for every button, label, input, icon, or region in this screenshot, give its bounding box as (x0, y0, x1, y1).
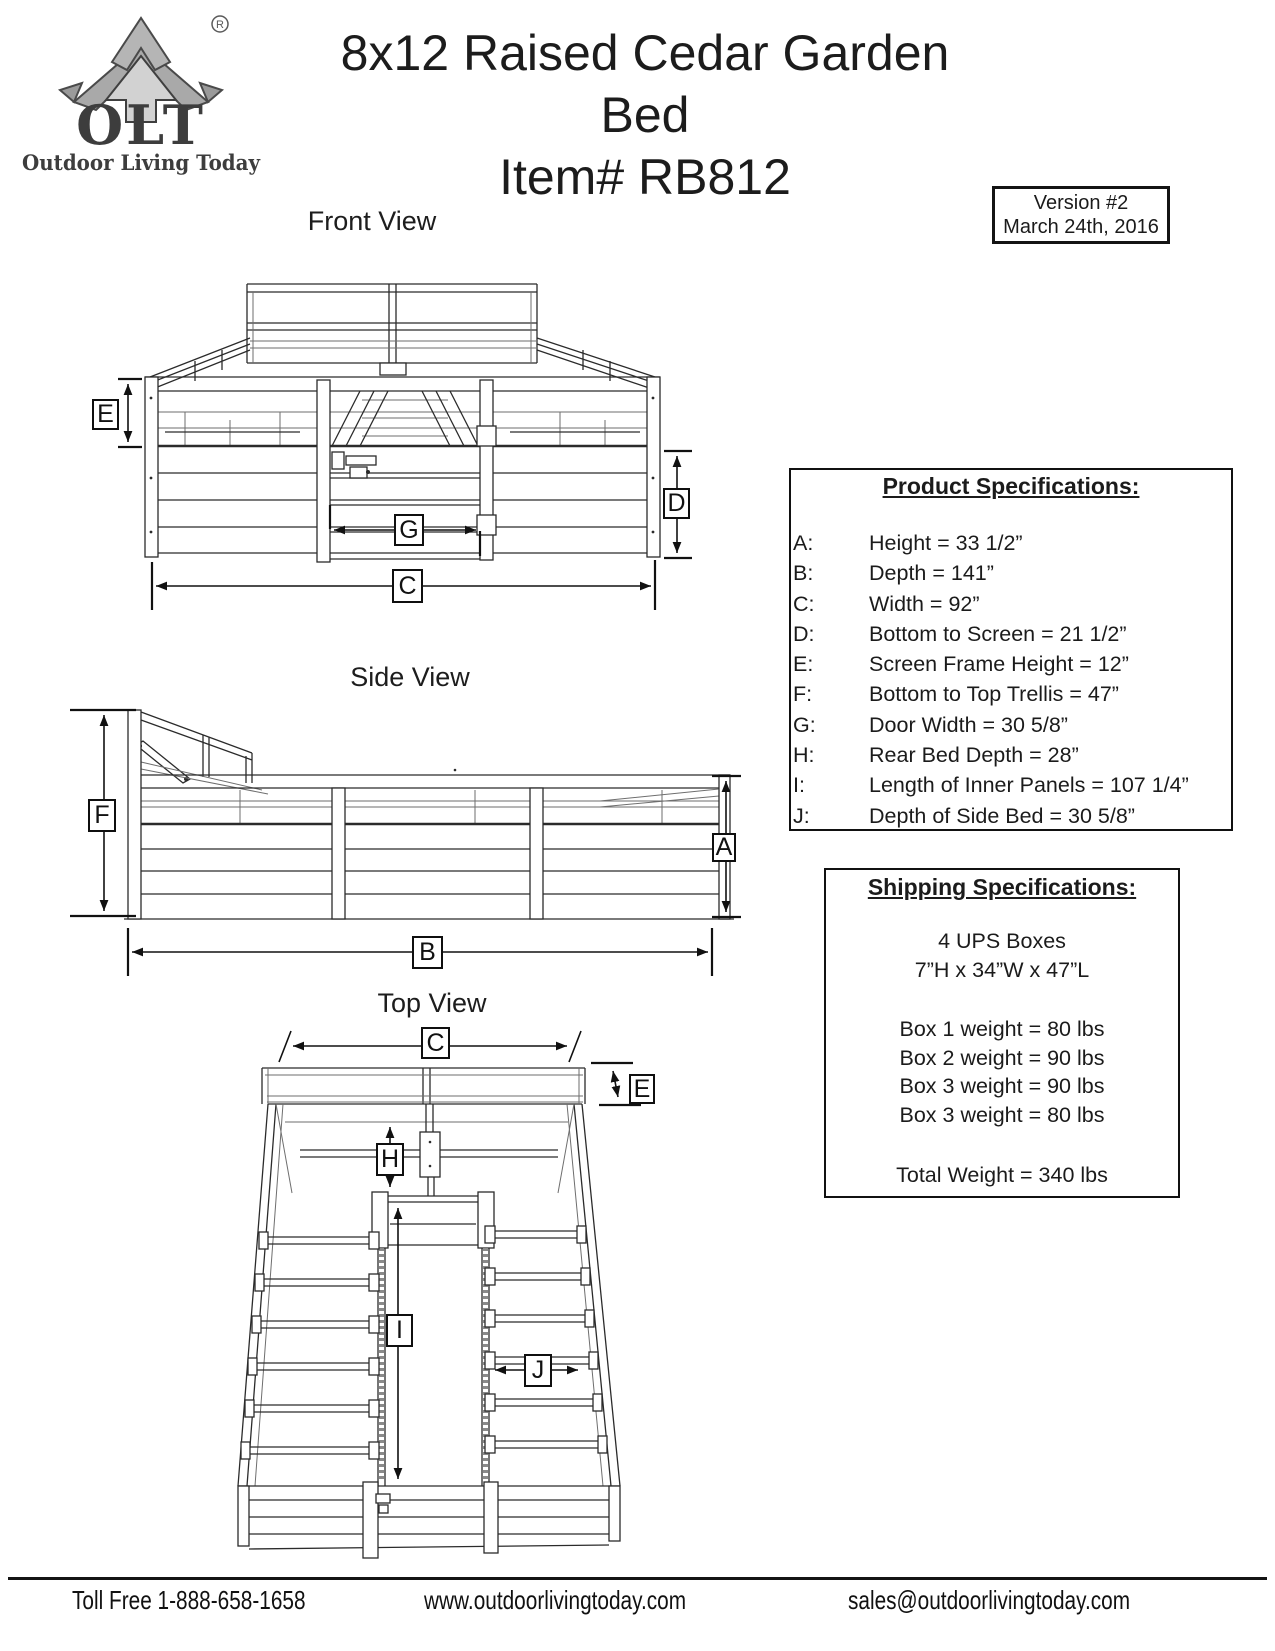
footer-phone: Toll Free 1-888-658-1658 (72, 1585, 306, 1615)
footer-divider (8, 1577, 1267, 1580)
dim-label-top-e: E (629, 1074, 655, 1104)
page-title-line2: Item# RB812 (499, 149, 791, 205)
svg-text:R: R (216, 19, 224, 31)
dim-label-top-i: I (386, 1314, 413, 1347)
dim-label-front-c: C (392, 569, 423, 603)
spec-row: H:Rear Bed Depth = 28” (793, 743, 1079, 768)
top-view-drawing (237, 1030, 641, 1559)
product-specs-box: Product Specifications: A:Height = 33 1/… (789, 468, 1233, 831)
tree-arrow-logo-icon (57, 16, 225, 123)
shipping-box-weights: Box 1 weight = 80 lbs Box 2 weight = 90 … (899, 1017, 1105, 1127)
product-specs-list: A:Height = 33 1/2” B:Depth = 141” C:Widt… (791, 528, 1231, 831)
logo-brand-text: OLT (76, 93, 206, 157)
top-view-title: Top View (377, 988, 487, 1018)
dim-label-side-a: A (712, 833, 736, 862)
dim-label-front-d: D (663, 488, 690, 519)
spec-row: I:Length of Inner Panels = 107 1/4” (793, 773, 1189, 798)
shipping-specs-title: Shipping Specifications: (867, 874, 1137, 900)
version-number: Version #2 (1033, 192, 1129, 214)
version-date: March 24th, 2016 (1003, 216, 1159, 238)
footer-email: sales@outdoorlivingtoday.com (848, 1585, 1131, 1615)
spec-row: F:Bottom to Top Trellis = 47” (793, 682, 1119, 707)
spec-row: B:Depth = 141” (793, 561, 994, 586)
spec-row: J:Depth of Side Bed = 30 5/8” (793, 803, 1135, 828)
spec-row: A:Height = 33 1/2” (793, 531, 1023, 555)
dim-label-top-c: C (421, 1027, 450, 1059)
dim-label-top-h: H (376, 1143, 404, 1176)
side-view-title: Side View (350, 662, 470, 692)
dim-label-top-j: J (524, 1354, 552, 1387)
olt-logo: R OLT Outdoor Living Today (22, 15, 261, 175)
dim-label-front-e: E (92, 399, 119, 430)
shipping-specs-box: Shipping Specifications: 4 UPS Boxes 7”H… (824, 868, 1180, 1198)
logo-tagline-text: Outdoor Living Today (22, 150, 261, 175)
dim-label-side-b: B (412, 936, 443, 969)
spec-row: D:Bottom to Screen = 21 1/2” (793, 621, 1127, 646)
version-box: Version #2 March 24th, 2016 (992, 186, 1170, 244)
dim-label-front-g: G (394, 514, 424, 546)
product-specs-title: Product Specifications: (882, 473, 1140, 499)
shipping-box-info: 4 UPS Boxes 7”H x 34”W x 47”L (914, 929, 1090, 982)
dim-label-side-f: F (88, 799, 116, 832)
footer-website: www.outdoorlivingtoday.com (424, 1585, 687, 1615)
front-view-title: Front View (307, 206, 437, 236)
registered-trademark-icon: R (211, 15, 229, 33)
spec-row: C:Width = 92” (793, 591, 980, 616)
shipping-total-weight: Total Weight = 340 lbs (896, 1163, 1108, 1188)
spec-row: G:Door Width = 30 5/8” (793, 712, 1068, 737)
spec-row: E:Screen Frame Height = 12” (793, 652, 1129, 677)
side-view-drawing (70, 708, 741, 976)
page-title-line1: 8x12 Raised Cedar Garden Bed (340, 25, 950, 143)
front-view-drawing (118, 283, 692, 610)
page-title: 8x12 Raised Cedar Garden Bed Item# RB812 (295, 22, 995, 208)
